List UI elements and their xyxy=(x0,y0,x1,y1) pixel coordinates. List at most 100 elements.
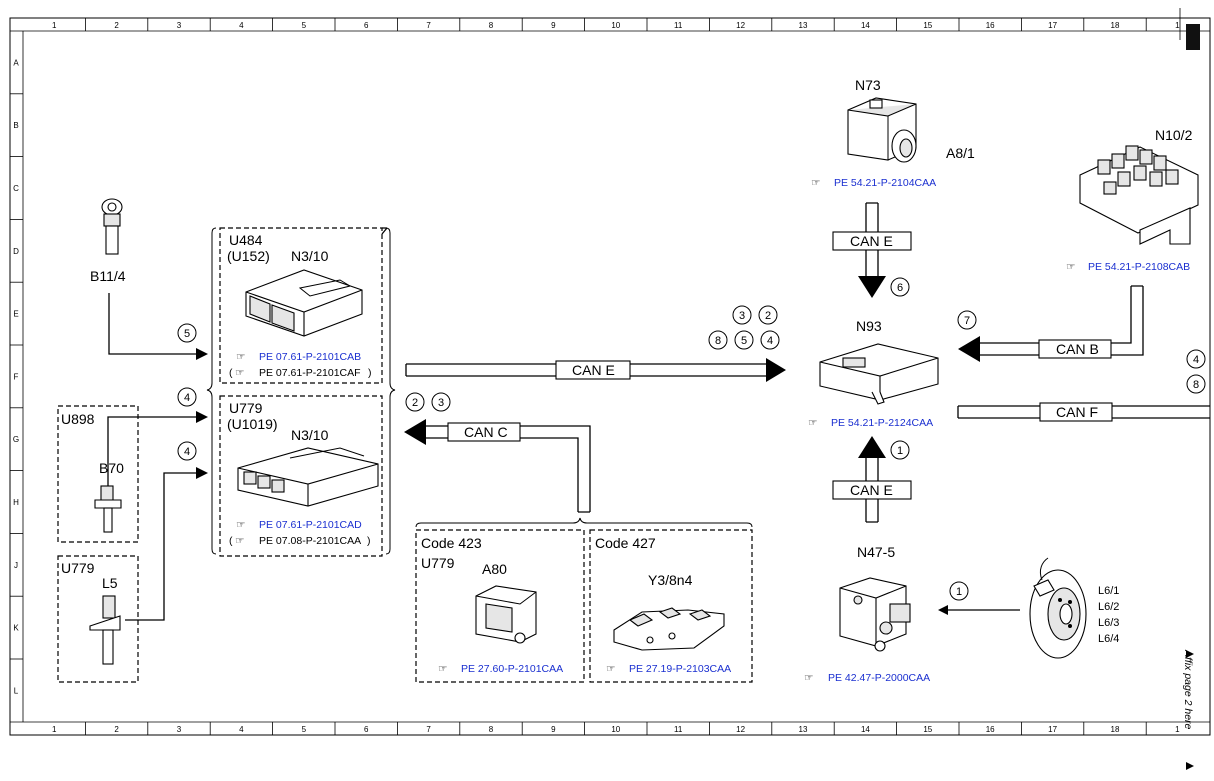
step-marker-number: 2 xyxy=(412,397,418,409)
fuse-relay-box-icon xyxy=(1079,145,1199,245)
n10-2-ref-text: PE 54.21-P-2108CAB xyxy=(1088,261,1190,273)
frame-column-label: 3 xyxy=(177,21,182,30)
code-423-label: Code 423 xyxy=(421,535,482,551)
frame-column-label: 18 xyxy=(1111,21,1120,30)
n10-2-sam-module[interactable]: N10/2 xyxy=(1079,127,1199,245)
y3-8n4-ref-link[interactable]: ☞ PE 27.19-P-2103CAA xyxy=(606,663,731,675)
n73-ref-link[interactable]: ☞ PE 54.21-P-2104CAA xyxy=(811,177,936,189)
step-marker: 4 xyxy=(177,441,197,461)
frame-column-label: 7 xyxy=(426,725,431,734)
u779-ecu-group[interactable]: U779 (U1019) N3/10 ☞ PE 07.61-P-2101CAD … xyxy=(227,400,379,547)
frame-column-label: 1 xyxy=(52,21,57,30)
n93-ref-link[interactable]: ☞ PE 54.21-P-2124CAA xyxy=(808,417,933,429)
paren-close: ) xyxy=(367,535,371,547)
b11-4-sensor[interactable]: B11/4 xyxy=(90,198,126,284)
frame-row-label: L xyxy=(14,686,19,695)
hand-pointer-icon: ☞ xyxy=(606,663,615,675)
code-427-group[interactable]: Code 427 Y3/8n4 ☞ PE 27.19-P-2103CAA xyxy=(595,535,731,675)
a80-ref-text: PE 27.60-P-2101CAA xyxy=(461,663,563,675)
step-marker: 3 xyxy=(431,392,451,412)
can-c-bus[interactable]: CAN C xyxy=(404,419,591,513)
step-marker-number: 4 xyxy=(184,446,190,458)
wheel-speed-sensors[interactable]: L6/1 L6/2 L6/3 L6/4 xyxy=(1029,557,1119,659)
can-f-bus[interactable]: CAN F xyxy=(957,402,1210,422)
hand-pointer-icon: ☞ xyxy=(236,519,245,531)
l6-3-label: L6/3 xyxy=(1098,617,1119,629)
can-e-bus-bottom[interactable]: CAN E xyxy=(832,436,912,523)
step-marker-number: 5 xyxy=(741,335,747,347)
step-marker: 6 xyxy=(890,277,910,297)
frame-column-label: 1 xyxy=(52,725,57,734)
frame-column-label: 2 xyxy=(114,21,119,30)
a80-ref-link[interactable]: ☞ PE 27.60-P-2101CAA xyxy=(438,663,563,675)
hand-pointer-icon: ☞ xyxy=(438,663,447,675)
u152-code: (U152) xyxy=(227,248,270,264)
frame-column-label: 14 xyxy=(861,725,870,734)
u484-ref-link-b[interactable]: ( ☞ PE 07.61-P-2101CAF ) xyxy=(229,367,372,379)
hand-pointer-icon: ☞ xyxy=(1066,261,1075,273)
b70-label: B70 xyxy=(99,460,124,476)
step-marker: 4 xyxy=(1186,349,1206,369)
frame-column-label: 17 xyxy=(1048,725,1057,734)
b11-4-label: B11/4 xyxy=(90,268,126,284)
frame-row-label: G xyxy=(13,435,19,444)
can-c-label: CAN C xyxy=(464,424,508,440)
can-e-bus-top[interactable]: CAN E xyxy=(832,202,912,298)
hand-pointer-icon: ☞ xyxy=(236,351,245,363)
u779-ref-link-a[interactable]: ☞ PE 07.61-P-2101CAD xyxy=(236,519,362,531)
step-marker: 7 xyxy=(957,310,977,330)
paren-open: ( xyxy=(229,535,233,547)
can-e-bus-main[interactable]: CAN E xyxy=(405,358,786,382)
frame-column-label: 6 xyxy=(364,21,369,30)
step-marker-number: 1 xyxy=(956,586,962,598)
a80-label: A80 xyxy=(482,561,507,577)
frame-row-label: B xyxy=(13,121,18,130)
engine-ecu-icon xyxy=(245,269,363,337)
step-marker: 8 xyxy=(708,330,728,350)
frame-row-label: J xyxy=(14,561,18,570)
n10-2-label: N10/2 xyxy=(1155,127,1193,143)
n73-label: N73 xyxy=(855,77,881,93)
b70-sensor-group[interactable]: U898 B70 xyxy=(61,411,124,533)
frame-column-label: 13 xyxy=(799,725,808,734)
n3-10-label-b: N3/10 xyxy=(291,427,329,443)
frame-column-label: 3 xyxy=(177,725,182,734)
u779-ref-link-b[interactable]: ( ☞ PE 07.08-P-2101CAA ) xyxy=(229,535,371,547)
coolant-temp-sensor-icon xyxy=(101,198,123,255)
n47-5-esp-unit[interactable]: N47-5 xyxy=(839,544,911,652)
n73-ref-text: PE 54.21-P-2104CAA xyxy=(834,177,936,189)
n93-central-gateway[interactable]: N93 xyxy=(819,318,939,405)
n10-2-ref-link[interactable]: ☞ PE 54.21-P-2108CAB xyxy=(1066,261,1190,273)
n93-ref-text: PE 54.21-P-2124CAA xyxy=(831,417,933,429)
code-423-group[interactable]: Code 423 U779 A80 ☞ PE 27.60-P-2101CAA xyxy=(421,535,563,675)
l5-label: L5 xyxy=(102,575,118,591)
frame-column-label: 8 xyxy=(489,725,494,734)
u779-ref-a-text: PE 07.61-P-2101CAD xyxy=(259,519,362,531)
can-f-label: CAN F xyxy=(1056,404,1098,420)
step-marker-number: 5 xyxy=(184,328,190,340)
frame-column-label: 11 xyxy=(674,21,683,30)
step-marker: 3 xyxy=(732,305,752,325)
n73-ignition-switch[interactable]: N73 A8/1 xyxy=(847,77,975,163)
frame-column-label: 1 xyxy=(1175,21,1180,30)
frame-row-label: D xyxy=(13,247,19,256)
u779-code: U779 xyxy=(229,400,263,416)
u484-ref-b-text: PE 07.61-P-2101CAF xyxy=(259,367,361,379)
l5-sensor-group[interactable]: U779 L5 xyxy=(61,560,121,665)
u484-ecu-group[interactable]: U484 (U152) N3/10 ☞ PE 07.61-P-2101CAB (… xyxy=(227,232,372,379)
step-marker: 4 xyxy=(177,387,197,407)
frame-column-label: 11 xyxy=(674,725,683,734)
can-b-bus[interactable]: CAN B xyxy=(958,285,1144,362)
step-marker-number: 3 xyxy=(739,310,745,322)
frame-column-label: 10 xyxy=(611,725,620,734)
a8-1-label: A8/1 xyxy=(946,145,975,161)
u484-code: U484 xyxy=(229,232,263,248)
frame-column-label: 13 xyxy=(799,21,808,30)
u484-ref-link-a[interactable]: ☞ PE 07.61-P-2101CAB xyxy=(236,351,361,363)
frame-column-label: 12 xyxy=(736,725,745,734)
step-marker-number: 6 xyxy=(897,282,903,294)
n47-5-ref-link[interactable]: ☞ PE 42.47-P-2000CAA xyxy=(804,672,930,684)
frame-column-label: 4 xyxy=(239,725,244,734)
